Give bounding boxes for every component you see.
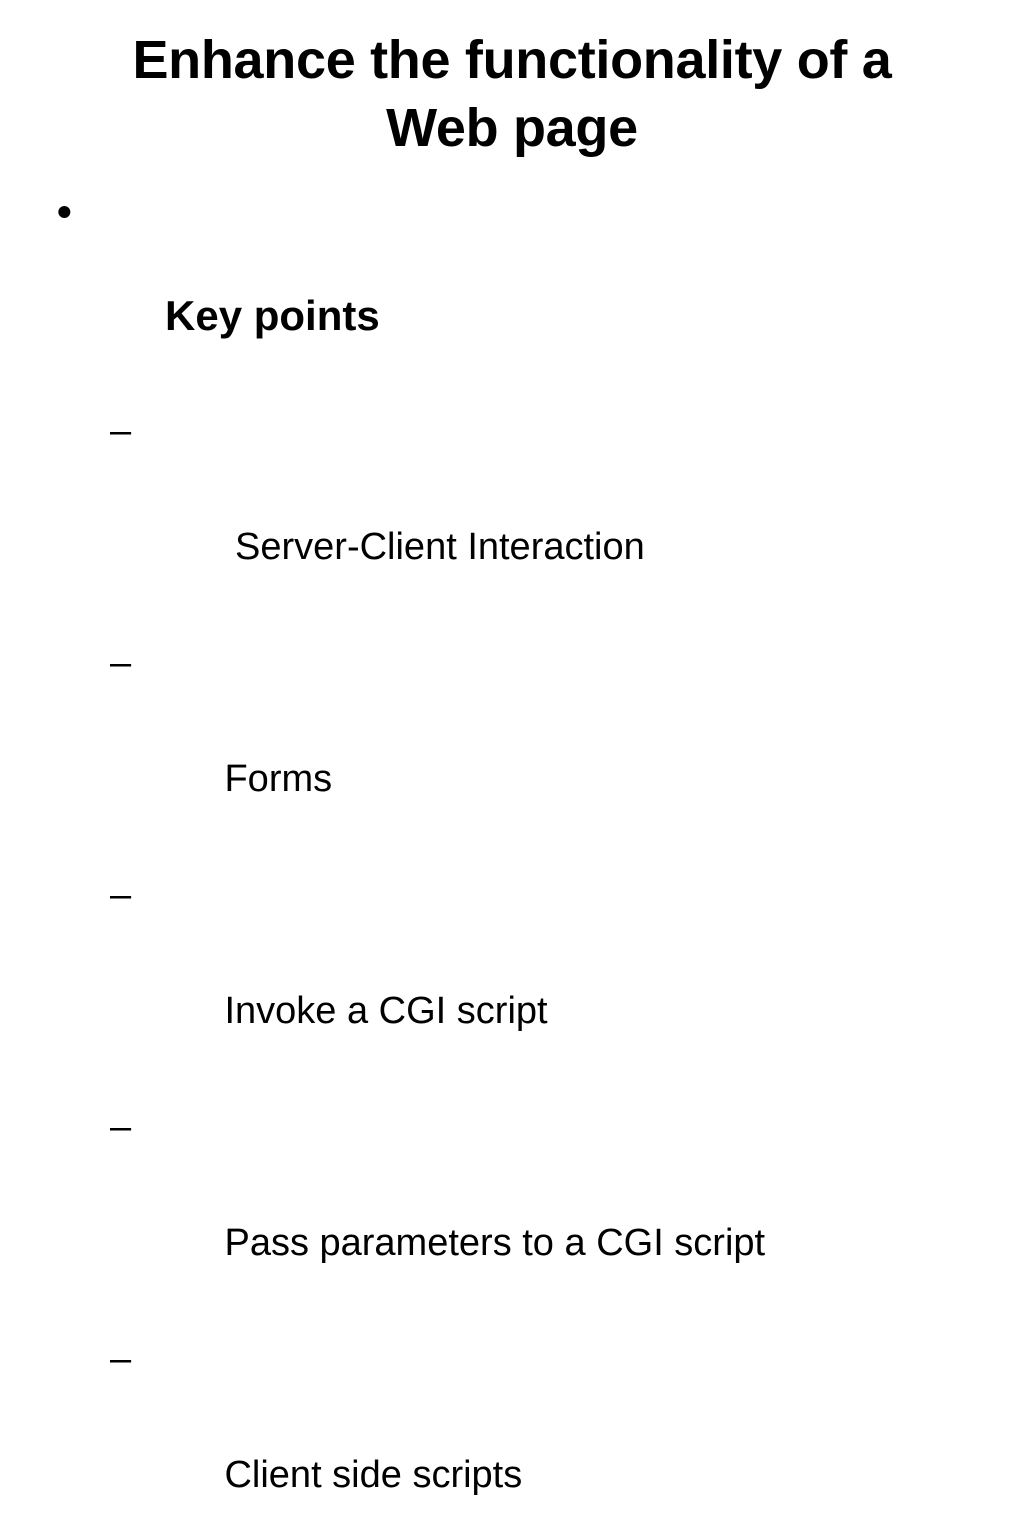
en-dash-icon: – (110, 1106, 132, 1148)
title-line-1: Enhance the functionality of a (132, 30, 892, 90)
en-dash-icon: – (110, 410, 132, 452)
sub-bullet-item-label: Invoke a CGI script (224, 990, 548, 1032)
en-dash-icon: – (110, 1338, 132, 1380)
bullet-item-key-points: • Key points (0, 186, 1024, 394)
sub-bullet-item-forms: – Forms (0, 634, 1024, 866)
sub-bullet-item-label: Server-Client Interaction (224, 526, 645, 568)
sub-bullet-item-client-side-scripts: – Client side scripts (0, 1330, 1024, 1536)
en-dash-icon: – (110, 874, 132, 916)
bullet-dot-icon: • (57, 188, 72, 235)
slide-body: • Key points – Server-Client Interaction… (0, 186, 1024, 1536)
title-line-2: Web page (386, 98, 638, 158)
sub-bullet-item-label: Pass parameters to a CGI script (224, 1222, 766, 1264)
bullet-item-label: Key points (165, 292, 380, 339)
sub-bullet-item-invoke-cgi-script: – Invoke a CGI script (0, 866, 1024, 1098)
sub-bullet-item-pass-parameters: – Pass parameters to a CGI script (0, 1098, 1024, 1330)
sub-bullet-list: – Server-Client Interaction – Forms – In… (0, 402, 1024, 1536)
slide-canvas: Enhance the functionality of a Web page … (0, 26, 1024, 1496)
en-dash-icon: – (110, 642, 132, 684)
sub-bullet-item-label: Client side scripts (224, 1454, 523, 1496)
sub-bullet-item-label: Forms (224, 758, 333, 800)
sub-bullet-item-server-client-interaction: – Server-Client Interaction (0, 402, 1024, 634)
slide-title: Enhance the functionality of a Web page (0, 26, 1024, 162)
